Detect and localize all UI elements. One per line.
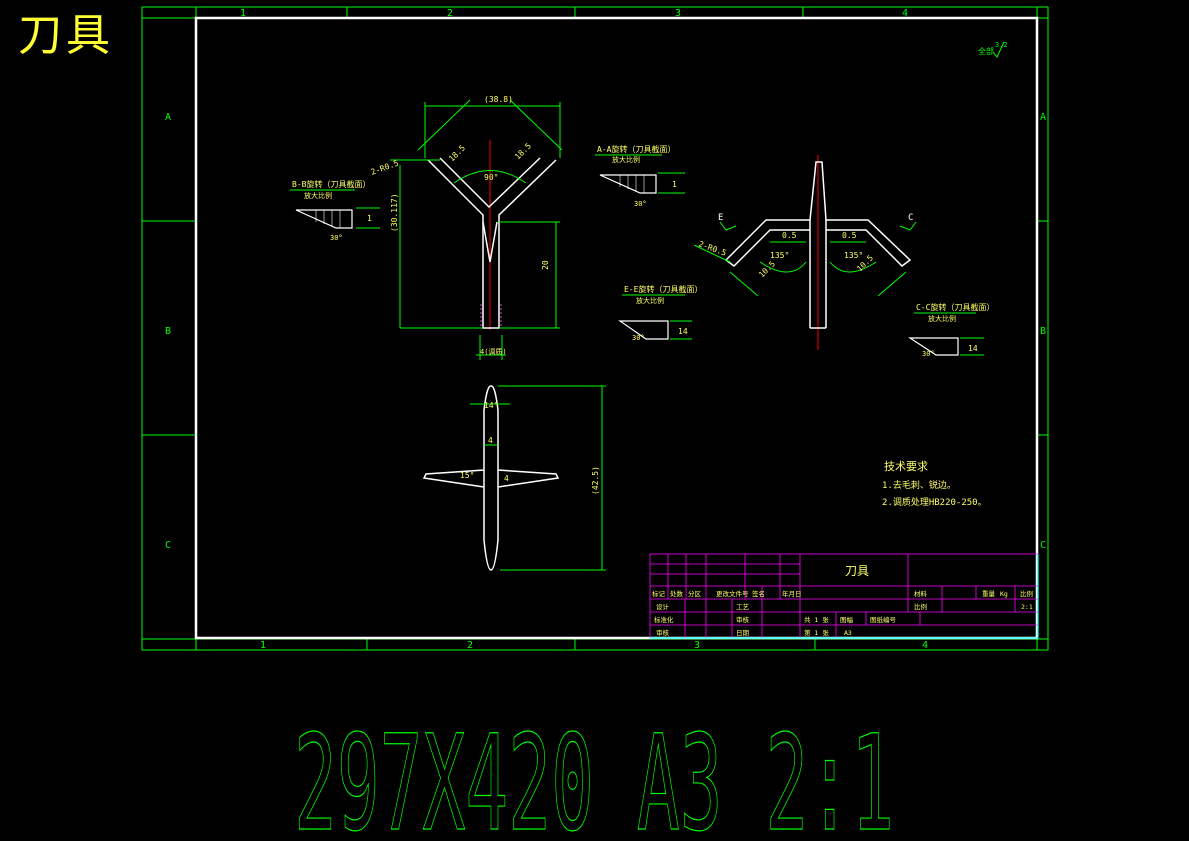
- section-title: B-B旋转（刀具截面）: [292, 179, 370, 189]
- section-scale: 放大比例: [636, 296, 664, 305]
- dim-label: 30°: [330, 234, 343, 242]
- title-block: 刀具 标记 处数 分区 更改文件号 签名 年月日 设计 工艺 标准化 审核 审核…: [649, 553, 1039, 639]
- dim-label: 4: [504, 474, 509, 483]
- dim-label: 4(调质): [480, 347, 507, 356]
- section-aa: A-A旋转（刀具截面） 放大比例 1 30°: [595, 144, 685, 208]
- dim-label: 14: [968, 344, 978, 353]
- zone-row-label: C: [1040, 540, 1046, 551]
- tech-title: 技术要求: [884, 460, 928, 473]
- tb-label: 日期: [736, 629, 750, 637]
- outer-frame: [141, 6, 1049, 651]
- tb-label: 第 1 张: [804, 628, 829, 637]
- format-caption: 297X420 A3 2:1: [294, 707, 894, 841]
- section-title: E-E旋转（刀具截面）: [624, 284, 702, 294]
- zone-row-label: A: [165, 112, 171, 123]
- zone-row-label: B: [165, 326, 171, 337]
- zone-col-label: 3: [694, 640, 700, 651]
- zone-col-label: 4: [922, 640, 928, 651]
- dim-label: 20: [541, 260, 550, 270]
- cut-label: E: [718, 213, 723, 223]
- dim-label: 15°: [460, 471, 474, 480]
- tb-label: 审核: [656, 628, 670, 637]
- tb-label: 工艺: [736, 603, 750, 611]
- zone-row-label: C: [165, 540, 171, 551]
- dim-label: (38.8): [484, 95, 513, 104]
- zone-row-label: A: [1040, 112, 1046, 123]
- dim-label: 2-R0.5: [370, 158, 400, 176]
- tb-label: 共 1 张: [804, 615, 829, 624]
- dim-label: (42.5): [591, 466, 600, 495]
- section-ee: E-E旋转（刀具截面） 放大比例 14 30°: [618, 284, 702, 342]
- tb-label: 设计: [656, 602, 670, 611]
- right-view: 0.5 0.5 135° 135° 10.5 10.5 2-R0.5 E C: [693, 155, 917, 350]
- section-title: A-A旋转（刀具截面）: [597, 144, 675, 154]
- dim-label: (30.117): [390, 193, 399, 232]
- tech-requirements: 技术要求 1.去毛刺、锐边。 2.调质处理HB220-250。: [882, 460, 987, 508]
- section-bb: B-B旋转（刀具截面） 放大比例 1 30°: [290, 179, 380, 242]
- zone-row-label: B: [1040, 326, 1046, 337]
- tb-label: 图纸编号: [870, 615, 897, 624]
- tb-label: 2:1: [1021, 603, 1033, 611]
- zone-col-label: 2: [447, 8, 453, 19]
- inner-border: [194, 16, 1039, 640]
- dim-label: 14: [678, 327, 688, 336]
- zone-labels: 1 2 3 4 1 2 3 4 A B C A B C: [165, 8, 1046, 651]
- tb-label: 比例: [1020, 589, 1033, 598]
- dim-label: 30°: [922, 350, 935, 358]
- header-cell: 年月日: [782, 589, 802, 598]
- zone-col-label: 3: [675, 8, 681, 19]
- dim-label: 2-R0.5: [697, 239, 727, 257]
- dim-label: 30°: [634, 200, 647, 208]
- tb-label: 重量: [982, 590, 996, 598]
- tb-label: 图幅: [840, 615, 854, 624]
- header-cell: 更改文件号: [716, 589, 749, 598]
- tb-label: 比例: [914, 602, 927, 611]
- tb-label: Kg: [1000, 590, 1008, 598]
- roughness-note: 全部: [978, 46, 994, 56]
- tb-label: 材料: [914, 589, 928, 598]
- corner-title: 刀具: [18, 10, 114, 61]
- zone-col-label: 1: [260, 640, 266, 651]
- dim-label: 1: [672, 180, 677, 189]
- dim-label: 4: [488, 436, 493, 445]
- zone-col-label: 4: [902, 8, 908, 19]
- dim-label: 135°: [770, 251, 789, 260]
- dim-label: 135°: [844, 251, 863, 260]
- tb-label: 标准化: [654, 615, 674, 624]
- dim-label: 0.5: [842, 231, 857, 240]
- section-cc: C-C旋转（刀具截面） 放大比例 14 30°: [907, 302, 994, 358]
- section-scale: 放大比例: [304, 191, 332, 200]
- roughness-symbol: 全部 3.2: [978, 41, 1008, 58]
- header-cell: 签名: [752, 589, 765, 598]
- top-view: (38.8) 18.5 18.5 90° 2-R0.5 (30.117) 20 …: [370, 95, 563, 360]
- dim-label: 1: [367, 214, 372, 223]
- dim-label: 30°: [632, 334, 645, 342]
- dim-label: 14°: [484, 401, 498, 410]
- tech-item: 2.调质处理HB220-250。: [882, 496, 987, 508]
- tb-label: A3: [844, 629, 852, 637]
- zone-col-label: 1: [240, 8, 246, 19]
- section-scale: 放大比例: [928, 314, 956, 323]
- header-cell: 处数: [670, 589, 684, 598]
- cut-label: C: [908, 213, 913, 223]
- dim-label: 90°: [484, 173, 498, 182]
- dim-label: 18.5: [513, 141, 533, 161]
- tb-label: 审核: [736, 615, 750, 624]
- section-title: C-C旋转（刀具截面）: [916, 302, 994, 312]
- dim-label: 18.5: [447, 143, 467, 163]
- header-cell: 标记: [652, 589, 666, 598]
- header-cell: 分区: [688, 589, 702, 598]
- zone-col-label: 2: [467, 640, 473, 651]
- roughness-value: 3.2: [995, 41, 1008, 49]
- section-scale: 放大比例: [612, 155, 640, 164]
- dim-label: 0.5: [782, 231, 797, 240]
- bottom-view: 14° 4 15° 4 (42.5): [422, 385, 606, 571]
- tech-item: 1.去毛刺、锐边。: [882, 479, 956, 491]
- part-name: 刀具: [845, 564, 869, 578]
